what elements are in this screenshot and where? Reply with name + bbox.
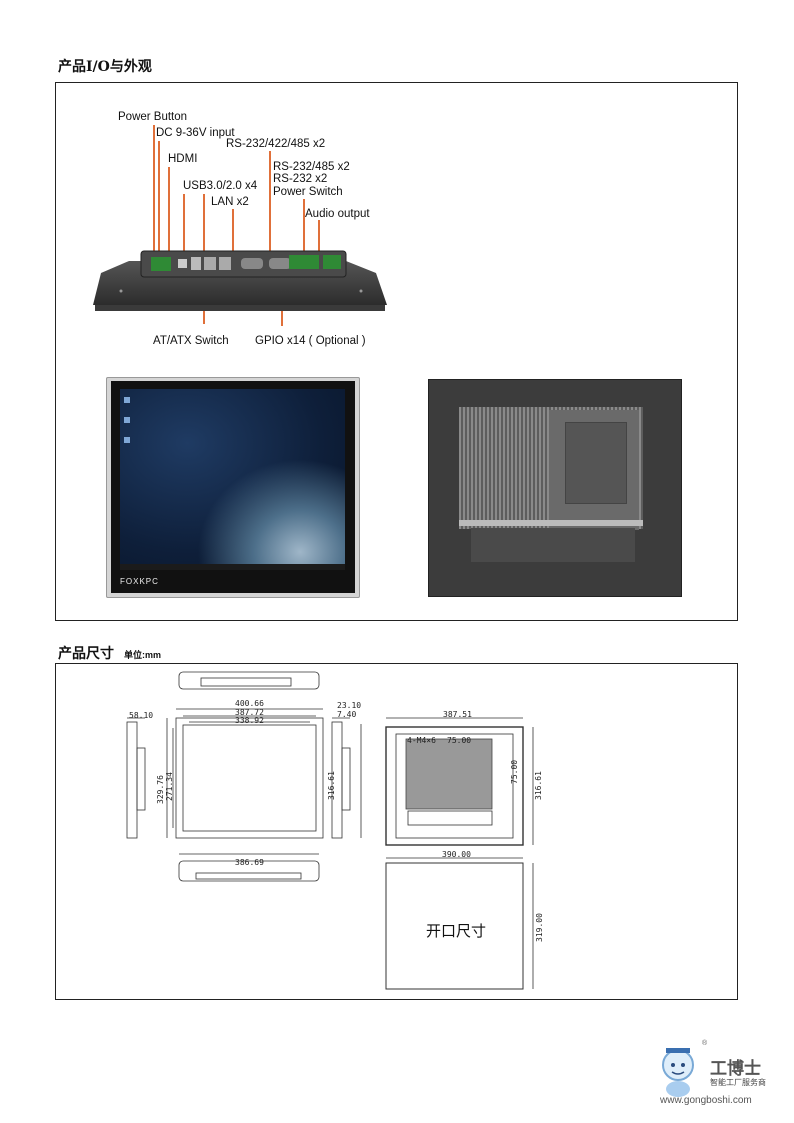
io-appearance-panel: Power Button DC 9-36V input RS-232/422/4… — [55, 82, 738, 621]
dim-bottom-w: 386.69 — [235, 858, 264, 867]
label-hdmi: HDMI — [168, 153, 198, 165]
leader-line — [232, 209, 234, 259]
desktop-icon — [124, 417, 130, 423]
leader-line — [318, 220, 320, 255]
label-dc-input: DC 9-36V input — [156, 127, 235, 139]
dim-cutout-w: 390.00 — [442, 850, 471, 859]
io-panel-illustration — [93, 250, 387, 311]
dim-rear-vesa-w: 75.00 — [447, 736, 472, 745]
logo-tagline: 智能工厂服务商 — [710, 1078, 766, 1087]
dim-front-h2: 271.34 — [165, 772, 174, 801]
dim-front-w3: 338.92 — [235, 716, 264, 725]
heatsink-edge — [459, 520, 643, 526]
label-rs232: RS-232 x2 — [273, 173, 328, 185]
front-panel-photo: FOXKPC — [106, 377, 360, 598]
leader-line — [153, 125, 155, 255]
label-usb: USB3.0/2.0 x4 — [183, 180, 258, 192]
rear-panel-photo — [428, 379, 682, 597]
unit-label: 单位:mm — [124, 650, 162, 660]
label-at-atx-switch: AT/ATX Switch — [153, 335, 229, 347]
label-gpio: GPIO x14 ( Optional ) — [255, 335, 366, 347]
dim-rear-screw: 4-M4×6 — [407, 736, 436, 745]
desktop-icon — [124, 397, 130, 403]
leader-line — [183, 194, 185, 255]
gongboshi-logo: ® 工博士 智能工厂服务商 www.gongboshi.com — [655, 1040, 785, 1112]
desktop-icon — [124, 437, 130, 443]
cutout-label: 开口尺寸 — [426, 922, 487, 940]
leader-line — [303, 199, 305, 254]
label-power-switch: Power Switch — [273, 186, 343, 198]
label-rs232-485: RS-232/485 x2 — [273, 161, 350, 173]
desktop-screen — [120, 389, 345, 570]
dim-side-right-w2: 7.40 — [337, 710, 357, 719]
label-power-button: Power Button — [118, 111, 188, 123]
dim-front-w2: 387.72 — [235, 708, 264, 717]
leader-line — [158, 141, 160, 255]
section-io-title: 产品I/O与外观 — [58, 59, 152, 75]
leader-line — [168, 167, 170, 255]
dim-side-right-w1: 23.10 — [337, 701, 362, 710]
section-dim-title: 产品尺寸单位:mm — [58, 643, 161, 663]
logo-url: www.gongboshi.com — [660, 1095, 752, 1106]
mascot-icon — [662, 1048, 694, 1097]
label-lan: LAN x2 — [211, 196, 249, 208]
section-dim-title-text: 产品尺寸 — [58, 646, 114, 662]
taskbar — [120, 564, 345, 570]
dim-cutout-h: 319.00 — [535, 913, 544, 942]
label-rs232-422-485: RS-232/422/485 x2 — [226, 138, 326, 150]
dim-rear-vesa-h: 75.00 — [510, 759, 519, 784]
brand-label: FOXKPC — [120, 577, 159, 586]
leader-line — [269, 151, 271, 251]
dimension-panel: 58.10 400.66 387.72 338.92 329.76 271.34… — [55, 663, 738, 1000]
registered-mark: ® — [702, 1040, 708, 1047]
dim-side-right-h: 316.61 — [327, 771, 336, 800]
dimension-drawing — [126, 671, 534, 990]
heatsink-cover — [565, 422, 627, 504]
dim-rear-w: 387.51 — [443, 710, 472, 719]
dim-side-left-width: 58.10 — [129, 711, 154, 720]
logo-name: 工博士 — [710, 1059, 761, 1079]
rear-bottom-cover — [471, 528, 635, 562]
dim-front-h1: 329.76 — [156, 775, 165, 804]
dim-front-w1: 400.66 — [235, 699, 264, 708]
dim-rear-h: 316.61 — [534, 771, 543, 800]
label-audio-output: Audio output — [305, 208, 370, 220]
